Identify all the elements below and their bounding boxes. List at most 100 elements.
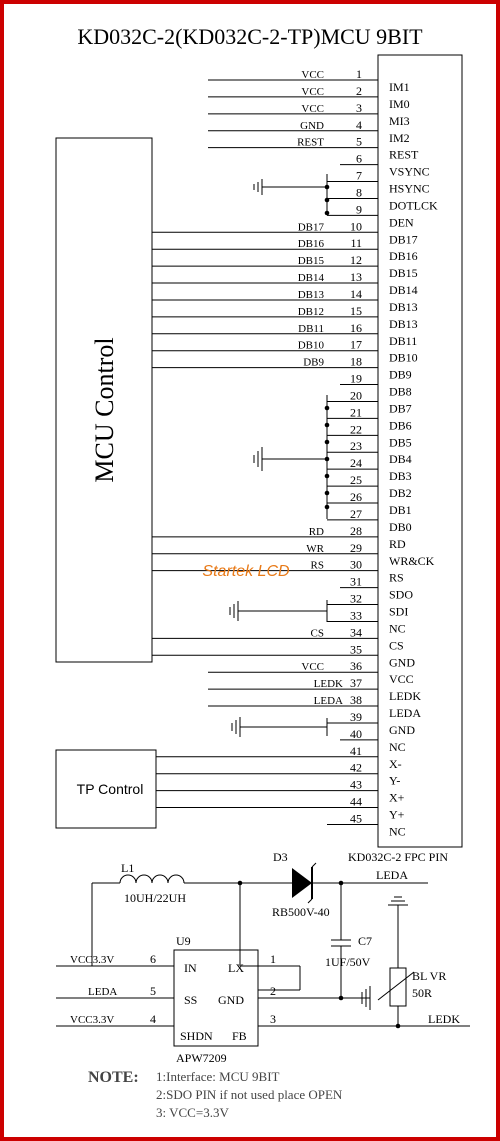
pin-number-4: 4 xyxy=(356,118,362,132)
note-line-3: 3: VCC=3.3V xyxy=(156,1105,229,1120)
pin-number-41: 41 xyxy=(350,744,362,758)
pin-signal-12: DB15 xyxy=(298,255,325,267)
circuit-labels: L1 10UH/22UH D3 RB500V-40 LEDA C7 1UF/50… xyxy=(70,850,460,1065)
pin-signal-1: VCC xyxy=(301,69,324,81)
watermark-text: Startek LCD xyxy=(202,563,290,580)
pin-signal-10: DB17 xyxy=(298,221,325,233)
pin-number-14: 14 xyxy=(350,287,362,301)
pin-number-9: 9 xyxy=(356,202,362,216)
pin-signal-37: LEDK xyxy=(314,678,343,690)
pin-name-18: DB9 xyxy=(389,368,412,382)
pin-number-27: 27 xyxy=(350,507,362,521)
pin-signal-29: WR xyxy=(306,543,324,555)
pin-name-20: DB7 xyxy=(389,401,412,415)
pin-name-14: DB13 xyxy=(389,300,418,314)
pin-name-37: LEDK xyxy=(389,689,421,703)
ground-ties xyxy=(229,174,328,737)
note-line-2: 2:SDO PIN if not used place OPEN xyxy=(156,1087,343,1102)
pin-signal-2: VCC xyxy=(301,86,324,98)
pin-number-11: 11 xyxy=(350,236,362,250)
pin-name-31: SDO xyxy=(389,588,413,602)
u9-pin-gnd: GND xyxy=(218,993,244,1007)
u9-num-1: 1 xyxy=(270,952,276,966)
fpc-pin-label: KD032C-2 FPC PIN xyxy=(348,850,448,864)
pin-number-31: 31 xyxy=(350,575,362,589)
tp-control-label: TP Control xyxy=(77,781,144,797)
pin-number-32: 32 xyxy=(350,592,362,606)
u9-num-4: 4 xyxy=(150,1012,156,1026)
pin-signal-18: DB9 xyxy=(303,357,324,369)
pin-group: 1IM1VCC2IM0VCC3MI3VCC4IM2GND5RESTREST6VS… xyxy=(152,67,438,838)
pin-name-2: IM0 xyxy=(389,97,410,111)
u9-num-5: 5 xyxy=(150,984,156,998)
pin-name-5: REST xyxy=(389,148,419,162)
pin-name-4: IM2 xyxy=(389,131,410,145)
u9-pin-ss: SS xyxy=(184,993,197,1007)
pin-name-8: DOTLCK xyxy=(389,198,438,212)
pin-number-20: 20 xyxy=(350,388,362,402)
pin-signal-14: DB13 xyxy=(298,289,325,301)
pin-name-38: LEDA xyxy=(389,706,421,720)
pin-number-45: 45 xyxy=(350,811,362,825)
u9-pin-shdn: SHDN xyxy=(180,1029,213,1043)
pin-name-23: DB4 xyxy=(389,452,412,466)
pin-number-3: 3 xyxy=(356,101,362,115)
tp-control-box xyxy=(55,749,157,829)
pin-number-43: 43 xyxy=(350,778,362,792)
pin-name-32: SDI xyxy=(389,605,408,619)
pin-signal-3: VCC xyxy=(301,103,324,115)
pin-number-19: 19 xyxy=(350,372,362,386)
pin-signal-4: GND xyxy=(300,120,324,132)
r-value: 50R xyxy=(412,986,432,1000)
pin-name-34: CS xyxy=(389,638,404,652)
pin-number-5: 5 xyxy=(356,135,362,149)
pin-name-30: RS xyxy=(389,571,404,585)
pin-number-36: 36 xyxy=(350,659,362,673)
pin-number-10: 10 xyxy=(350,219,362,233)
u9-num-2: 2 xyxy=(270,984,276,998)
pin-name-45: NC xyxy=(389,824,406,838)
pin-name-39: GND xyxy=(389,723,415,737)
pin-name-35: GND xyxy=(389,655,415,669)
pin-name-11: DB16 xyxy=(389,249,418,263)
pin-number-7: 7 xyxy=(356,169,362,183)
mcu-control-box xyxy=(55,137,153,663)
diode-d3 xyxy=(292,862,317,904)
pin-name-17: DB10 xyxy=(389,351,418,365)
circuit-junctions xyxy=(237,880,401,1029)
pin-number-22: 22 xyxy=(350,422,362,436)
u9-part: APW7209 xyxy=(176,1051,227,1065)
pin-number-15: 15 xyxy=(350,304,362,318)
pin-number-33: 33 xyxy=(350,608,362,622)
inductor-l1 xyxy=(119,874,185,884)
pin-name-27: DB0 xyxy=(389,520,412,534)
pin-number-28: 28 xyxy=(350,524,362,538)
pin-number-16: 16 xyxy=(350,321,362,335)
d3-value: RB500V-40 xyxy=(272,905,330,919)
pin-signal-15: DB12 xyxy=(298,306,324,318)
fpc-connector-box xyxy=(377,54,463,848)
pin-number-24: 24 xyxy=(350,456,362,470)
u9-num-3: 3 xyxy=(270,1012,276,1026)
pin-number-42: 42 xyxy=(350,761,362,775)
d3-name: D3 xyxy=(273,850,288,864)
pin-number-26: 26 xyxy=(350,490,362,504)
vcc-input-1: VCC3.3V xyxy=(70,954,114,966)
pin-signal-28: RD xyxy=(309,526,324,538)
leda-top-label: LEDA xyxy=(376,868,408,882)
pin-number-39: 39 xyxy=(350,710,362,724)
l1-value: 10UH/22UH xyxy=(124,891,186,905)
pin-name-10: DB17 xyxy=(389,232,418,246)
pin-number-34: 34 xyxy=(350,625,362,639)
pin-signal-16: DB11 xyxy=(298,323,324,335)
pin-signal-36: VCC xyxy=(301,661,324,673)
pin-number-12: 12 xyxy=(350,253,362,267)
pin-name-40: NC xyxy=(389,740,406,754)
pin-signal-34: CS xyxy=(311,627,324,639)
pin-name-29: WR&CK xyxy=(389,554,435,568)
pin-signal-5: REST xyxy=(297,137,324,149)
pin-name-21: DB6 xyxy=(389,418,412,432)
mcu-control-label: MCU Control xyxy=(90,337,119,482)
